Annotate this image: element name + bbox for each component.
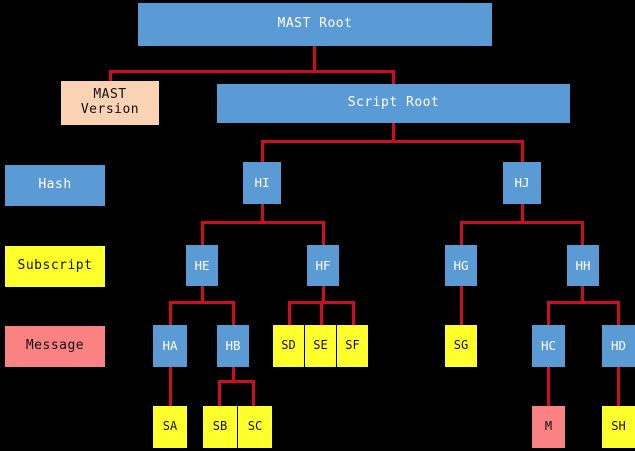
node-hh[interactable]: HH — [567, 245, 599, 286]
edge-to-sf — [352, 301, 355, 326]
edge-he-bus — [169, 301, 235, 304]
edge-to-hb — [232, 301, 235, 326]
edge-hf-stem — [322, 285, 325, 303]
node-ha[interactable]: HA — [153, 325, 187, 367]
edge-to-m — [547, 366, 550, 408]
node-script-root[interactable]: Script Root — [217, 84, 570, 123]
edge-to-hh — [581, 221, 584, 246]
node-mast-root[interactable]: MAST Root — [138, 3, 492, 46]
node-sa[interactable]: SA — [153, 406, 187, 448]
node-mast-root-label: MAST Root — [277, 16, 353, 32]
node-se-label: SE — [313, 338, 328, 353]
edge-scriptroot-stem — [392, 122, 395, 142]
edge-to-mastversion — [109, 70, 112, 83]
edge-hj-stem — [521, 203, 524, 223]
node-hj-label: HJ — [514, 175, 530, 190]
edge-he-stem — [201, 285, 204, 303]
edge-to-sc — [252, 380, 255, 408]
legend-message: Message — [5, 326, 105, 367]
edge-to-he — [201, 221, 204, 246]
node-hb[interactable]: HB — [217, 325, 249, 367]
legend-hash: Hash — [5, 165, 105, 206]
edge-hh-bus — [547, 301, 619, 304]
node-sg[interactable]: SG — [445, 325, 477, 367]
legend-message-label: Message — [25, 338, 85, 354]
node-hi-label: HI — [254, 175, 270, 190]
legend-hash-label: Hash — [38, 177, 72, 193]
node-sc[interactable]: SC — [238, 406, 272, 448]
edge-to-hg — [460, 221, 463, 246]
node-sd[interactable]: SD — [273, 325, 304, 367]
edge-hash-bus — [261, 140, 523, 143]
edge-to-hf — [322, 221, 325, 246]
edge-level1-bus — [109, 70, 395, 73]
node-hf[interactable]: HF — [307, 245, 339, 286]
node-sh-label: SH — [611, 419, 626, 434]
edge-to-hj — [521, 140, 524, 164]
node-sa-label: SA — [162, 419, 178, 434]
node-script-root-label: Script Root — [347, 95, 440, 111]
edge-hb-stem — [232, 366, 235, 382]
edge-to-hc — [547, 301, 550, 326]
node-hf-label: HF — [315, 257, 331, 273]
edge-to-ha — [169, 301, 172, 326]
edge-to-sh — [617, 366, 620, 408]
node-sf[interactable]: SF — [337, 325, 368, 367]
node-hd[interactable]: HD — [602, 325, 635, 367]
node-he-label: HE — [194, 257, 210, 273]
node-hj[interactable]: HJ — [503, 162, 541, 204]
node-hg-label: HG — [453, 257, 469, 273]
node-hi[interactable]: HI — [243, 162, 281, 204]
node-ha-label: HA — [162, 338, 178, 353]
node-hh-label: HH — [575, 257, 591, 273]
edge-mastroot-stem — [313, 45, 316, 72]
node-hc[interactable]: HC — [532, 325, 565, 367]
edge-to-sd — [288, 301, 291, 326]
node-se[interactable]: SE — [305, 325, 336, 367]
node-he[interactable]: HE — [186, 245, 218, 286]
edge-to-hi — [261, 140, 264, 164]
edge-hi-bus — [201, 221, 325, 224]
node-hd-label: HD — [610, 338, 627, 353]
edge-hi-stem — [261, 203, 264, 223]
edge-hj-bus — [460, 221, 583, 224]
node-hg[interactable]: HG — [445, 245, 477, 286]
node-sb[interactable]: SB — [203, 406, 237, 448]
legend-subscript: Subscript — [5, 246, 105, 287]
edge-to-scriptroot — [392, 70, 395, 86]
node-sd-label: SD — [281, 338, 296, 353]
node-sh[interactable]: SH — [602, 406, 635, 448]
node-m[interactable]: M — [532, 406, 565, 448]
edge-hb-bus — [218, 380, 255, 383]
legend-subscript-label: Subscript — [17, 258, 93, 274]
edge-hh-stem — [581, 285, 584, 303]
node-sg-label: SG — [453, 338, 469, 353]
node-sf-label: SF — [345, 338, 360, 353]
edge-to-sg — [460, 285, 463, 326]
node-hb-label: HB — [225, 338, 241, 353]
node-hc-label: HC — [540, 338, 557, 353]
node-sc-label: SC — [247, 419, 263, 434]
edge-to-sb — [218, 380, 221, 408]
edge-to-hd — [617, 301, 620, 326]
node-sb-label: SB — [212, 419, 228, 434]
edge-to-sa — [169, 366, 172, 408]
edge-to-se — [320, 301, 323, 326]
node-m-label: M — [544, 419, 553, 434]
